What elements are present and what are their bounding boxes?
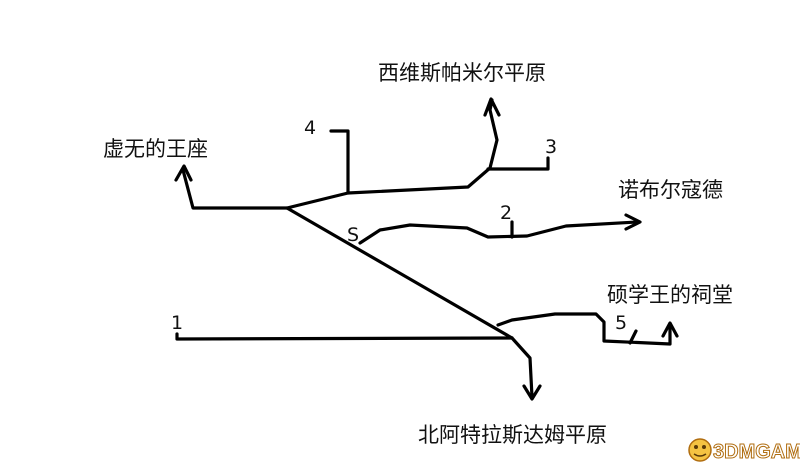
marker-1: 1: [171, 312, 183, 334]
spur-4: [329, 129, 350, 195]
arrow-void-throne: [174, 164, 193, 182]
arrow-sage-shrine: [661, 321, 679, 338]
marker-3: 3: [545, 136, 557, 158]
label-nobul-kodo: 诺布尔寇德: [618, 178, 723, 202]
spur-5: [628, 329, 638, 345]
marker-start: S: [347, 224, 359, 246]
label-sage-shrine: 硕学王的祠堂: [607, 283, 733, 307]
watermark-text: 3DMGAME: [713, 441, 800, 463]
path-void-throne: [181, 168, 289, 210]
label-north-plain: 北阿特拉斯达姆平原: [418, 423, 607, 447]
label-void-throne: 虚无的王座: [103, 137, 208, 161]
marker-2: 2: [500, 202, 512, 224]
spur-3: [486, 156, 550, 171]
watermark-logo-icon: [688, 438, 712, 462]
marker-5: 5: [615, 312, 627, 334]
arrow-nobul-kodo: [624, 213, 642, 231]
watermark: 3DMGAME: [688, 438, 800, 464]
path-trunk: [285, 206, 514, 340]
path-sage-shrine: [496, 312, 672, 346]
path-marker-1: [175, 332, 514, 341]
path-north-plain: [510, 336, 534, 399]
arrow-north-plain: [522, 384, 542, 401]
arrow-west-plain: [483, 97, 501, 117]
marker-4: 4: [304, 117, 316, 139]
label-west-plain: 西维斯帕米尔平原: [378, 61, 546, 85]
route-lines: [174, 97, 679, 401]
path-nobul-kodo: [358, 220, 639, 245]
path-upper: [285, 98, 499, 210]
